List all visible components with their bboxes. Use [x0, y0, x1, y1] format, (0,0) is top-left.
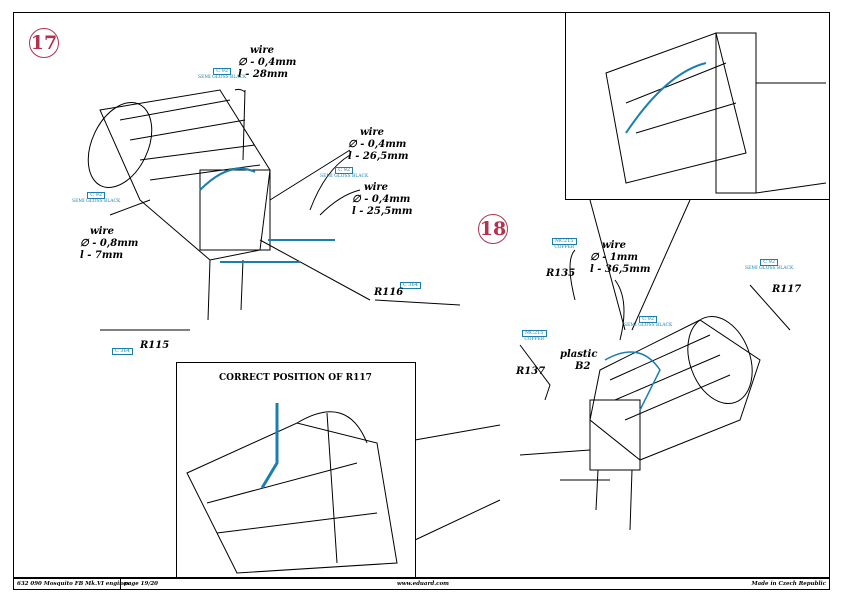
paint-code: MC215: [552, 238, 577, 245]
paint-code-c364: C 364: [112, 348, 133, 355]
wire-title: wire: [90, 226, 115, 237]
wire-spec-26-5mm: wire ∅ - 0,4mm l - 26,5mm: [348, 127, 408, 163]
detail-inset-top: [565, 12, 830, 200]
detail-inset-correct-position: CORRECT POSITION OF R117: [176, 362, 416, 578]
paint-code: MC215: [522, 330, 547, 337]
paint-code: C 92: [87, 192, 106, 199]
paint-name: COPPER: [524, 337, 545, 342]
wire-length: l - 7mm: [80, 250, 124, 261]
footer-page: page 19/20: [120, 579, 158, 589]
paint-code: C 92: [639, 316, 658, 323]
wire-diameter: ∅ - 0,4mm: [238, 57, 297, 68]
step-number-18: 18: [478, 214, 508, 244]
wire-spec-7mm: wire ∅ - 0,8mm l - 7mm: [80, 226, 138, 262]
engine-step17: [87, 88, 461, 331]
wire-spec-36-5mm: wire ∅ - 1mm l - 36,5mm: [590, 240, 650, 276]
part-r116: R116: [374, 287, 404, 298]
inset-title: CORRECT POSITION OF R117: [219, 373, 372, 383]
wire-spec-28mm: wire ∅ - 0,4mm l - 28mm: [238, 45, 296, 81]
paint-name: SEMI GLOSS BLACK: [198, 75, 247, 80]
part-r117: R117: [772, 284, 802, 295]
part-b2-plastic: plastic B2: [560, 349, 597, 373]
paint-code: C 92: [335, 167, 354, 174]
wire-length: l - 26,5mm: [348, 151, 409, 162]
paint-code: C 92: [760, 259, 779, 266]
wire-diameter: ∅ - 0,8mm: [80, 238, 139, 249]
wire-title: wire: [364, 182, 389, 193]
wire-title: wire: [602, 240, 627, 251]
paint-name: COPPER: [554, 245, 575, 250]
footer-website[interactable]: www.eduard.com: [397, 581, 449, 587]
part-label: B2: [575, 361, 591, 372]
paint-name: SEMI GLOSS BLACK: [624, 323, 673, 328]
wire-length: l - 25,5mm: [352, 206, 413, 217]
part-r115: R115: [140, 340, 170, 351]
paint-code: C 92: [213, 68, 232, 75]
wire-length: l - 36,5mm: [590, 264, 651, 275]
engine-step18: [519, 199, 791, 531]
highlighted-parts-17: [199, 167, 335, 263]
paint-code: C 364: [112, 348, 133, 355]
footer: 632 090 Mosquito FB Mk.VI engines page 1…: [13, 578, 830, 590]
wire-title: wire: [250, 45, 275, 56]
paint-code-c364: C 364: [400, 282, 421, 289]
footer-product: 632 090 Mosquito FB Mk.VI engines: [17, 581, 130, 587]
part-r135: R135: [546, 268, 576, 279]
footer-origin: Made in Czech Republic: [751, 581, 826, 587]
wire-diameter: ∅ - 0,4mm: [352, 194, 411, 205]
paint-name: SEMI GLOSS BLACK: [72, 199, 121, 204]
material-label: plastic: [560, 349, 598, 360]
step-number-17: 17: [29, 28, 59, 58]
highlighted-parts-18: [604, 351, 661, 411]
wire-diameter: ∅ - 1mm: [590, 252, 638, 263]
paint-name: SEMI GLOSS BLACK: [745, 266, 794, 271]
part-r137: R137: [516, 366, 546, 377]
paint-name: SEMI GLOSS BLACK: [320, 174, 369, 179]
wire-spec-25-5mm: wire ∅ - 0,4mm l - 25,5mm: [352, 182, 412, 218]
paint-code: C 364: [400, 282, 421, 289]
inset-pointer-lines: [414, 424, 501, 541]
wire-diameter: ∅ - 0,4mm: [348, 139, 407, 150]
wire-title: wire: [360, 127, 385, 138]
page-frame: [13, 12, 830, 578]
wire-length: l - 28mm: [238, 69, 288, 80]
